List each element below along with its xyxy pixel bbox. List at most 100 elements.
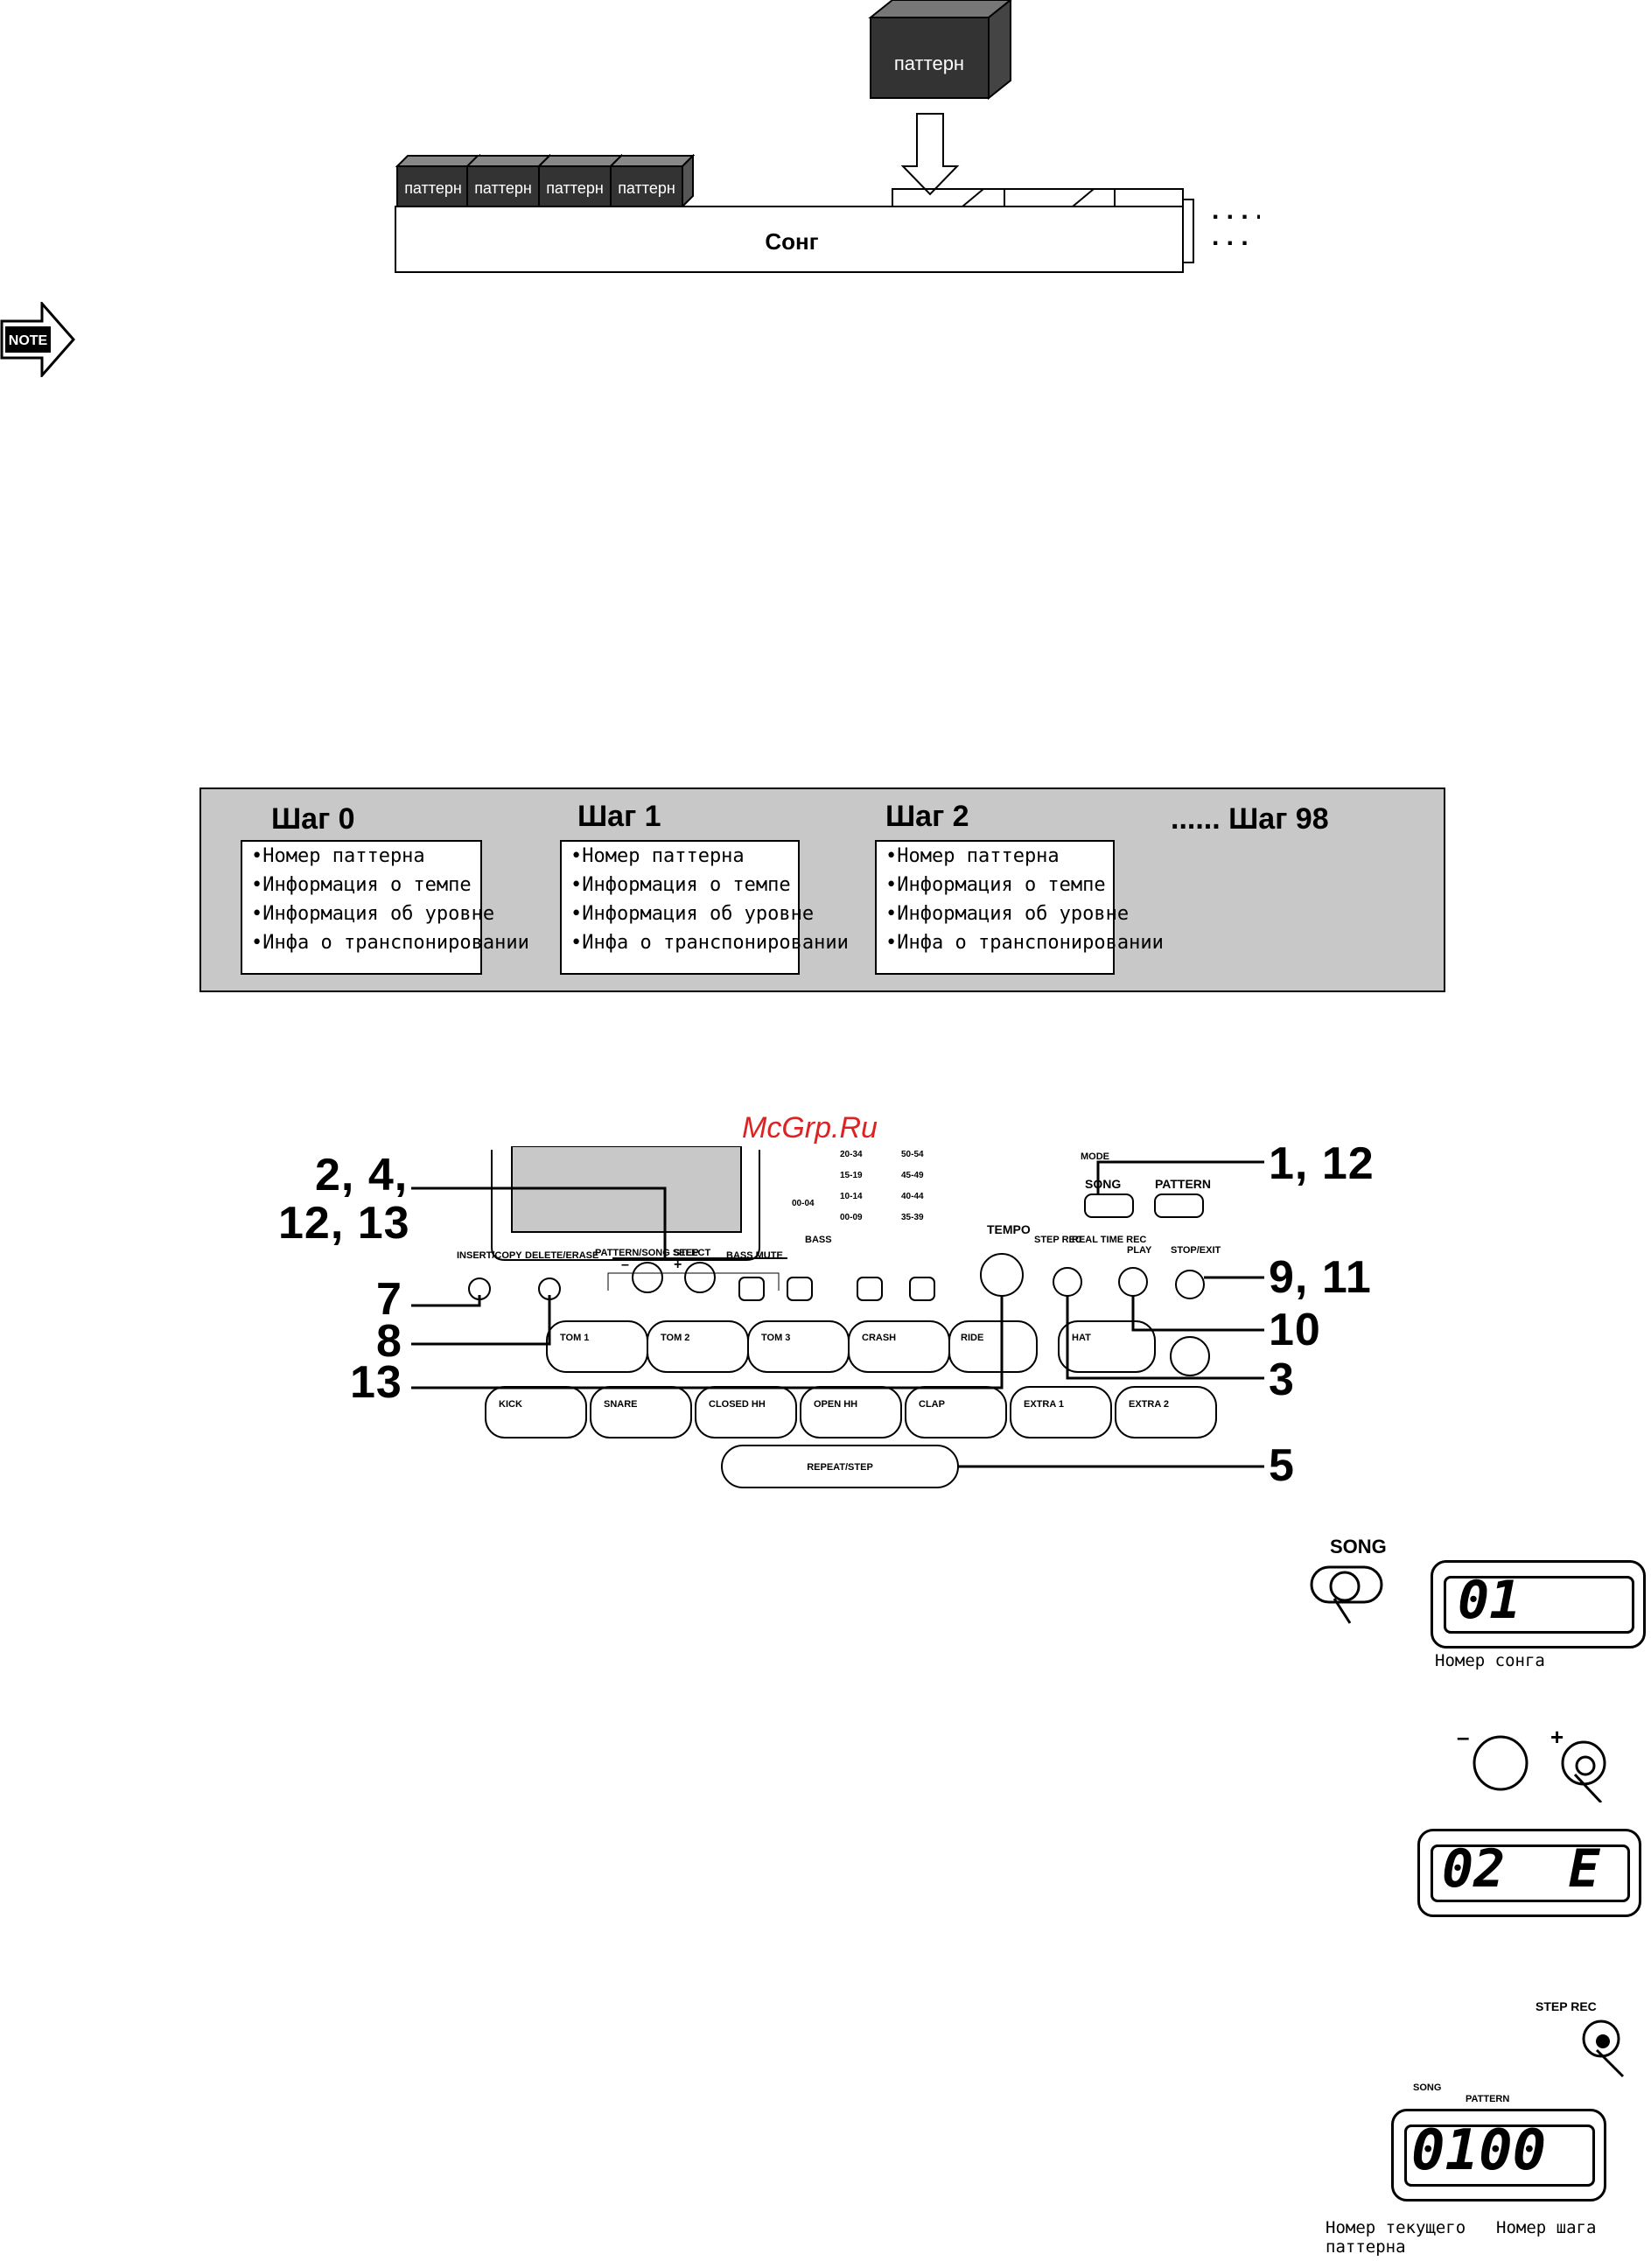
song-pattern-diagram-svg: паттерн Сонг . . . . . . . (395, 0, 1263, 273)
last-step-title: ...... Шаг 98 (1171, 802, 1329, 836)
step-1-title: Шаг 1 (577, 800, 661, 833)
current-pattern-caption: Номер текущего паттерна (1326, 2218, 1466, 2257)
pad-closed-hh[interactable] (695, 1386, 797, 1438)
step-2-title: Шаг 2 (885, 800, 969, 833)
falling-pattern-label: паттерн (894, 52, 964, 74)
song-button-label: SONG (1085, 1177, 1121, 1191)
pad-crash[interactable] (848, 1320, 950, 1373)
pad-extra2[interactable] (1115, 1386, 1217, 1438)
delete-erase-label: DELETE/ERASE (525, 1250, 598, 1261)
play-label: PLAY (1127, 1245, 1152, 1256)
callout-9-11: 9, 11 (1269, 1252, 1372, 1303)
down-arrow (900, 113, 960, 196)
song-mode-button[interactable] (1084, 1194, 1134, 1218)
pad-ride[interactable] (948, 1320, 1038, 1373)
pad-snare-label: SNARE (604, 1399, 638, 1410)
steps-diagram: Шаг 0 •Номер паттерна •Информация о темп… (199, 788, 1445, 992)
pad-tom2[interactable] (647, 1320, 749, 1373)
step-0-box: •Номер паттерна •Информация о темпе •Инф… (241, 840, 529, 975)
pad-open-hh[interactable] (800, 1386, 902, 1438)
drum-a-button[interactable] (857, 1277, 883, 1301)
pattern-mode-button[interactable] (1154, 1194, 1204, 1218)
step-0-line-3: •Информация об уровне (251, 903, 495, 925)
bass-mute-button[interactable] (738, 1277, 765, 1301)
note-icon: NOTE (0, 300, 75, 379)
note-icon-text: NOTE (9, 333, 48, 348)
callout-8: 8 (376, 1316, 402, 1367)
pad-hat[interactable] (1058, 1320, 1156, 1373)
song-lcd-value: 01 (1458, 1570, 1522, 1631)
svg-text:20-34: 20-34 (840, 1150, 863, 1159)
pad-open-hh-label: OPEN HH (814, 1399, 857, 1410)
song-label: Сонг (765, 228, 818, 255)
pad-tom1-label: TOM 1 (560, 1333, 589, 1343)
step-1-box: •Номер паттерна •Информация о темпе •Инф… (560, 840, 849, 975)
pad-extra1[interactable] (1010, 1386, 1112, 1438)
bass-button[interactable] (787, 1277, 813, 1301)
insert-copy-label: INSERT/COPY (457, 1250, 522, 1261)
pad-kick[interactable] (485, 1386, 587, 1438)
pattern-block-label: паттерн (404, 179, 462, 197)
pattern-block-label: паттерн (546, 179, 604, 197)
real-time-rec-label: REAL TIME REC (1072, 1235, 1146, 1245)
pad-tom1[interactable] (546, 1320, 648, 1373)
step-number-caption: Номер шага (1496, 2218, 1597, 2237)
svg-text:00-09: 00-09 (840, 1213, 863, 1222)
stop-exit-button[interactable] (1175, 1270, 1205, 1299)
lcd2-minus-label: – (1457, 1724, 1470, 1750)
song-pattern-diagram: паттерн Сонг . . . . . . . паттерн паттер… (385, 0, 1263, 280)
plus-press-icon (1473, 1735, 1606, 1802)
pad-extra2-label: EXTRA 2 (1129, 1399, 1169, 1410)
callout-10: 10 (1269, 1305, 1321, 1355)
pattern-song-select-label: PATTERN/SONG SELECT (595, 1248, 710, 1258)
svg-text:45-49: 45-49 (901, 1171, 924, 1180)
callout-12-13: 12, 13 (278, 1198, 410, 1249)
bass-mute-label: BASS MUTE (726, 1250, 783, 1261)
step-1-line-3: •Информация об уровне (570, 903, 815, 925)
value-lcd-value: 02 E (1442, 1838, 1600, 1900)
step-0-line-4: •Инфа о транспонировании (251, 932, 529, 954)
song-figure: SONG 01 Номер сонга (1308, 1536, 1646, 1676)
pad-crash-label: CRASH (862, 1333, 896, 1343)
song-bar (395, 206, 1184, 273)
step-2-line-3: •Информация об уровне (885, 903, 1130, 925)
dial[interactable] (1170, 1336, 1210, 1376)
step-2-box: •Номер паттерна •Информация о темпе •Инф… (875, 840, 1164, 975)
falling-pattern-block: паттерн (868, 0, 1012, 101)
play-button[interactable] (1118, 1267, 1148, 1297)
step-lcd-value: 0100 (1411, 2118, 1547, 2183)
pad-ride-label: RIDE (961, 1333, 983, 1343)
lcd3-header-song: SONG (1413, 2082, 1442, 2093)
step-1-line-4: •Инфа о транспонировании (570, 932, 849, 954)
drum-b-button[interactable] (909, 1277, 935, 1301)
pad-closed-hh-label: CLOSED HH (709, 1399, 766, 1410)
song-number-caption: Номер сонга (1435, 1651, 1545, 1670)
lcd2-plus-label: + (1550, 1724, 1564, 1750)
step-rec-button[interactable] (1053, 1267, 1082, 1297)
tempo-button[interactable] (980, 1253, 1024, 1297)
step-rec-caption: STEP REC (1536, 1999, 1597, 2013)
step-lcd: 0100 (1391, 2109, 1606, 2202)
callout-1-12: 1, 12 (1269, 1138, 1375, 1189)
song-press-icon (1310, 1565, 1383, 1624)
plus-knob[interactable] (684, 1262, 716, 1293)
step-2-line-2: •Информация о темпе (885, 874, 1106, 896)
pad-snare[interactable] (590, 1386, 692, 1438)
callout-2-4: 2, 4, (315, 1150, 409, 1200)
callout-3: 3 (1269, 1354, 1295, 1405)
stop-exit-label: STOP/EXIT (1171, 1245, 1221, 1256)
minus-knob[interactable] (632, 1262, 663, 1293)
callout-5: 5 (1269, 1440, 1295, 1491)
svg-text:40-44: 40-44 (901, 1192, 924, 1201)
step-0-title: Шаг 0 (271, 802, 355, 836)
pad-tom3[interactable] (747, 1320, 850, 1373)
lcd3-header-pattern: PATTERN (1466, 2094, 1510, 2104)
pad-kick-label: KICK (499, 1399, 522, 1410)
pad-hat-label: HAT (1072, 1333, 1091, 1343)
pattern-block-label: паттерн (474, 179, 532, 197)
pad-clap[interactable] (905, 1386, 1007, 1438)
step-0-line-1: •Номер паттерна (251, 845, 425, 867)
minus-label: – (621, 1257, 629, 1272)
step-label: STEP (674, 1248, 699, 1258)
pad-tom3-label: TOM 3 (761, 1333, 790, 1343)
